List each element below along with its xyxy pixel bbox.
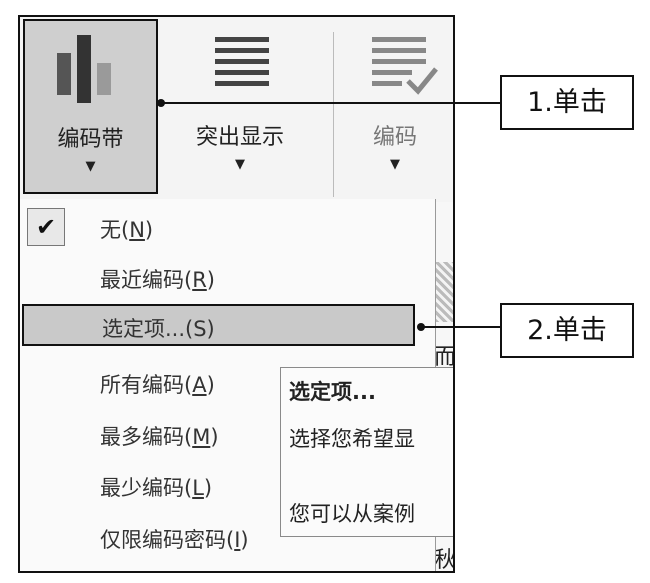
highlight-button[interactable]: 突出显示 ▼	[170, 17, 310, 197]
ribbon-separator	[333, 32, 334, 197]
menu-item-selected-items[interactable]: 选定项...(S)	[22, 304, 415, 346]
check-icon: ✔	[27, 208, 65, 246]
callout-1-line	[161, 102, 500, 104]
chevron-down-icon: ▼	[390, 157, 400, 172]
highlight-lines-icon	[215, 37, 269, 86]
coding-stripes-icon	[57, 35, 111, 103]
chevron-down-icon: ▼	[85, 159, 96, 174]
coding-lines-check-icon	[372, 37, 438, 95]
ribbon-toolbar: 编码带 ▼ 突出显示 ▼ 编码	[20, 17, 453, 202]
background-text-char: 秋	[434, 548, 455, 573]
callout-step-2: 2.单击	[500, 303, 634, 358]
selected-items-tooltip: 选定项... 选择您希望显 您可以从案例	[280, 367, 453, 537]
background-pattern	[435, 262, 453, 322]
callout-2-line	[421, 326, 500, 328]
coding-stripes-label: 编码带	[57, 127, 124, 152]
callout-step-1: 1.单击	[500, 75, 634, 130]
menu-item-most-codes[interactable]: 最多编码(M)	[100, 425, 219, 449]
menu-item-least-codes[interactable]: 最少编码(L)	[100, 476, 213, 500]
menu-item-coding-density-only[interactable]: 仅限编码密码(I)	[100, 528, 249, 552]
background-text-char: 而	[434, 345, 455, 370]
tooltip-text: 您可以从案例	[289, 502, 415, 526]
coding-button[interactable]: 编码 ▼	[335, 17, 453, 197]
tooltip-text: 选择您希望显	[289, 427, 415, 451]
coding-label: 编码	[372, 125, 417, 150]
menu-item-selected-items-label: 选定项...(S)	[102, 317, 215, 341]
screenshot-frame: 编码带 ▼ 突出显示 ▼ 编码	[18, 15, 455, 573]
menu-item-none[interactable]: 无(N)	[100, 218, 154, 242]
tooltip-title: 选定项...	[289, 380, 376, 404]
menu-item-recent-codes[interactable]: 最近编码(R)	[100, 268, 215, 292]
menu-item-all-codes[interactable]: 所有编码(A)	[100, 373, 215, 397]
coding-stripes-button[interactable]: 编码带 ▼	[23, 19, 158, 194]
chevron-down-icon: ▼	[235, 157, 245, 172]
highlight-label: 突出显示	[195, 125, 284, 150]
